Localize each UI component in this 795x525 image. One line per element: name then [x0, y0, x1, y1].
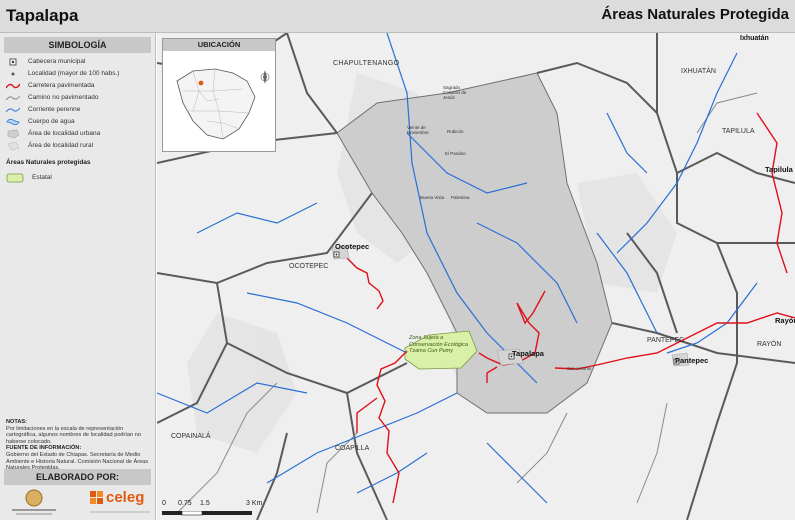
blue-line-icon: [6, 107, 20, 113]
municipality-label: OCOTEPEC: [289, 263, 329, 270]
locality-label: Rubicón: [447, 129, 464, 134]
municipality-label: IXHUATÁN: [681, 68, 716, 75]
legend-title: SIMBOLOGÍA: [4, 37, 151, 53]
town-label: Ixhuatán: [740, 35, 769, 42]
town-label: Rayón: [775, 316, 795, 325]
municipality-label: CHAPULTENANGO: [333, 60, 400, 67]
town-label: Ocotepec: [335, 242, 370, 251]
legend-label: Cabecera municipal: [28, 58, 86, 65]
water-body-icon: [6, 118, 20, 126]
inset-title: UBICACIÓN: [163, 39, 275, 51]
protected-area-label: Zona Sujeta a Conservación Ecológica Tza…: [409, 335, 469, 354]
scale-label: 1.5: [200, 500, 210, 507]
compass-icon: [260, 70, 270, 84]
municipality-label: TAPILULA: [722, 128, 755, 135]
locality-label: Palestina: [451, 195, 470, 200]
protected-areas-title: Áreas Naturales protegidas: [6, 159, 91, 166]
map-title: Tapalapa: [6, 6, 79, 25]
protected-area-icon: [6, 173, 24, 183]
town-label: Tapalapa: [512, 349, 544, 358]
municipality-label: COAPILLA: [335, 445, 370, 452]
scale-bar-graphic: [162, 511, 252, 516]
rural-area-icon: [7, 141, 20, 151]
square-dot-icon: [9, 58, 17, 66]
dot-icon: [11, 72, 15, 76]
credits-title: ELABORADO POR:: [4, 469, 151, 485]
state-seal-icon: [12, 489, 56, 515]
legend-label: Área de localidad rural: [28, 142, 94, 149]
map-canvas[interactable]: CHAPULTENANGO IXHUATÁN TAPILULA OCOTEPEC…: [156, 32, 795, 521]
source-text: Gobierno del Estado de Chiapas. Secretar…: [6, 451, 149, 471]
paved-roads: [346, 112, 795, 504]
town-label: Pantepec: [675, 356, 709, 365]
town-markers: [333, 251, 680, 365]
scale-label: 3 Km: [246, 500, 263, 507]
map-subtitle: Áreas Naturales Protegida: [601, 6, 789, 23]
town-marker: [673, 358, 680, 365]
legend-label: Cuerpo de agua: [28, 118, 75, 125]
municipality-label: PANTEPEC: [647, 337, 685, 344]
legend-panel: SIMBOLOGÍA Cabecera municipal Localidad …: [0, 33, 156, 520]
locality-label: El Paraíso: [445, 151, 466, 156]
notes-text: Por limitaciones en la escala de represe…: [6, 425, 141, 445]
legend-label: Camino no pavimentado: [28, 94, 99, 101]
notes-title: NOTAS:: [6, 419, 28, 425]
scale-bar: 0 0.75 1.5 3 Km: [162, 500, 272, 518]
unpaved-roads: [176, 92, 758, 514]
legend-label: Corriente perenne: [28, 106, 81, 113]
celeg-wordmark: celeg: [106, 489, 145, 506]
map-header: Tapalapa Áreas Naturales Protegida: [0, 0, 795, 33]
town-marker: [333, 251, 340, 258]
legend-label: Carretera pavimentada: [28, 82, 95, 89]
notes-block: NOTAS: Por limitaciones en la escala de …: [6, 419, 154, 472]
scale-label: 0: [162, 500, 166, 507]
locality-label: San Antonio: [567, 366, 592, 371]
legend-label: Estatal: [32, 174, 52, 181]
town-marker: [508, 353, 515, 360]
legend-label: Área de localidad urbana: [28, 130, 101, 137]
town-label: Tapilula: [765, 165, 793, 174]
scale-label: 0.75: [178, 500, 192, 507]
chiapas-mini-map: [176, 68, 270, 140]
locality-label: Veinte de Noviembre: [407, 125, 429, 135]
celeg-caption-line: [90, 511, 150, 513]
legend-label: Localidad (mayor de 100 habs.): [28, 70, 120, 77]
location-inset: UBICACIÓN: [162, 38, 276, 152]
map-svg: [156, 32, 795, 521]
municipal-boundaries: [156, 32, 795, 521]
red-line-icon: [6, 83, 20, 89]
logos-row: celeg: [4, 487, 152, 519]
locality-label: Sagrado Corazón de Jesús: [443, 85, 467, 100]
municipality-label: RAYÓN: [757, 341, 782, 348]
celeg-logo: celeg: [90, 489, 152, 517]
celeg-icon: [90, 491, 103, 504]
gray-line-icon: [6, 95, 20, 101]
locality-label: Buena Vista: [420, 195, 445, 200]
source-title: FUENTE DE INFORMACIÓN:: [6, 445, 82, 452]
urban-area-icon: [7, 129, 20, 139]
tapalapa-municipality: [336, 72, 613, 414]
protected-area-shape: [404, 330, 478, 370]
municipality-label: COPAINALÁ: [171, 433, 211, 440]
